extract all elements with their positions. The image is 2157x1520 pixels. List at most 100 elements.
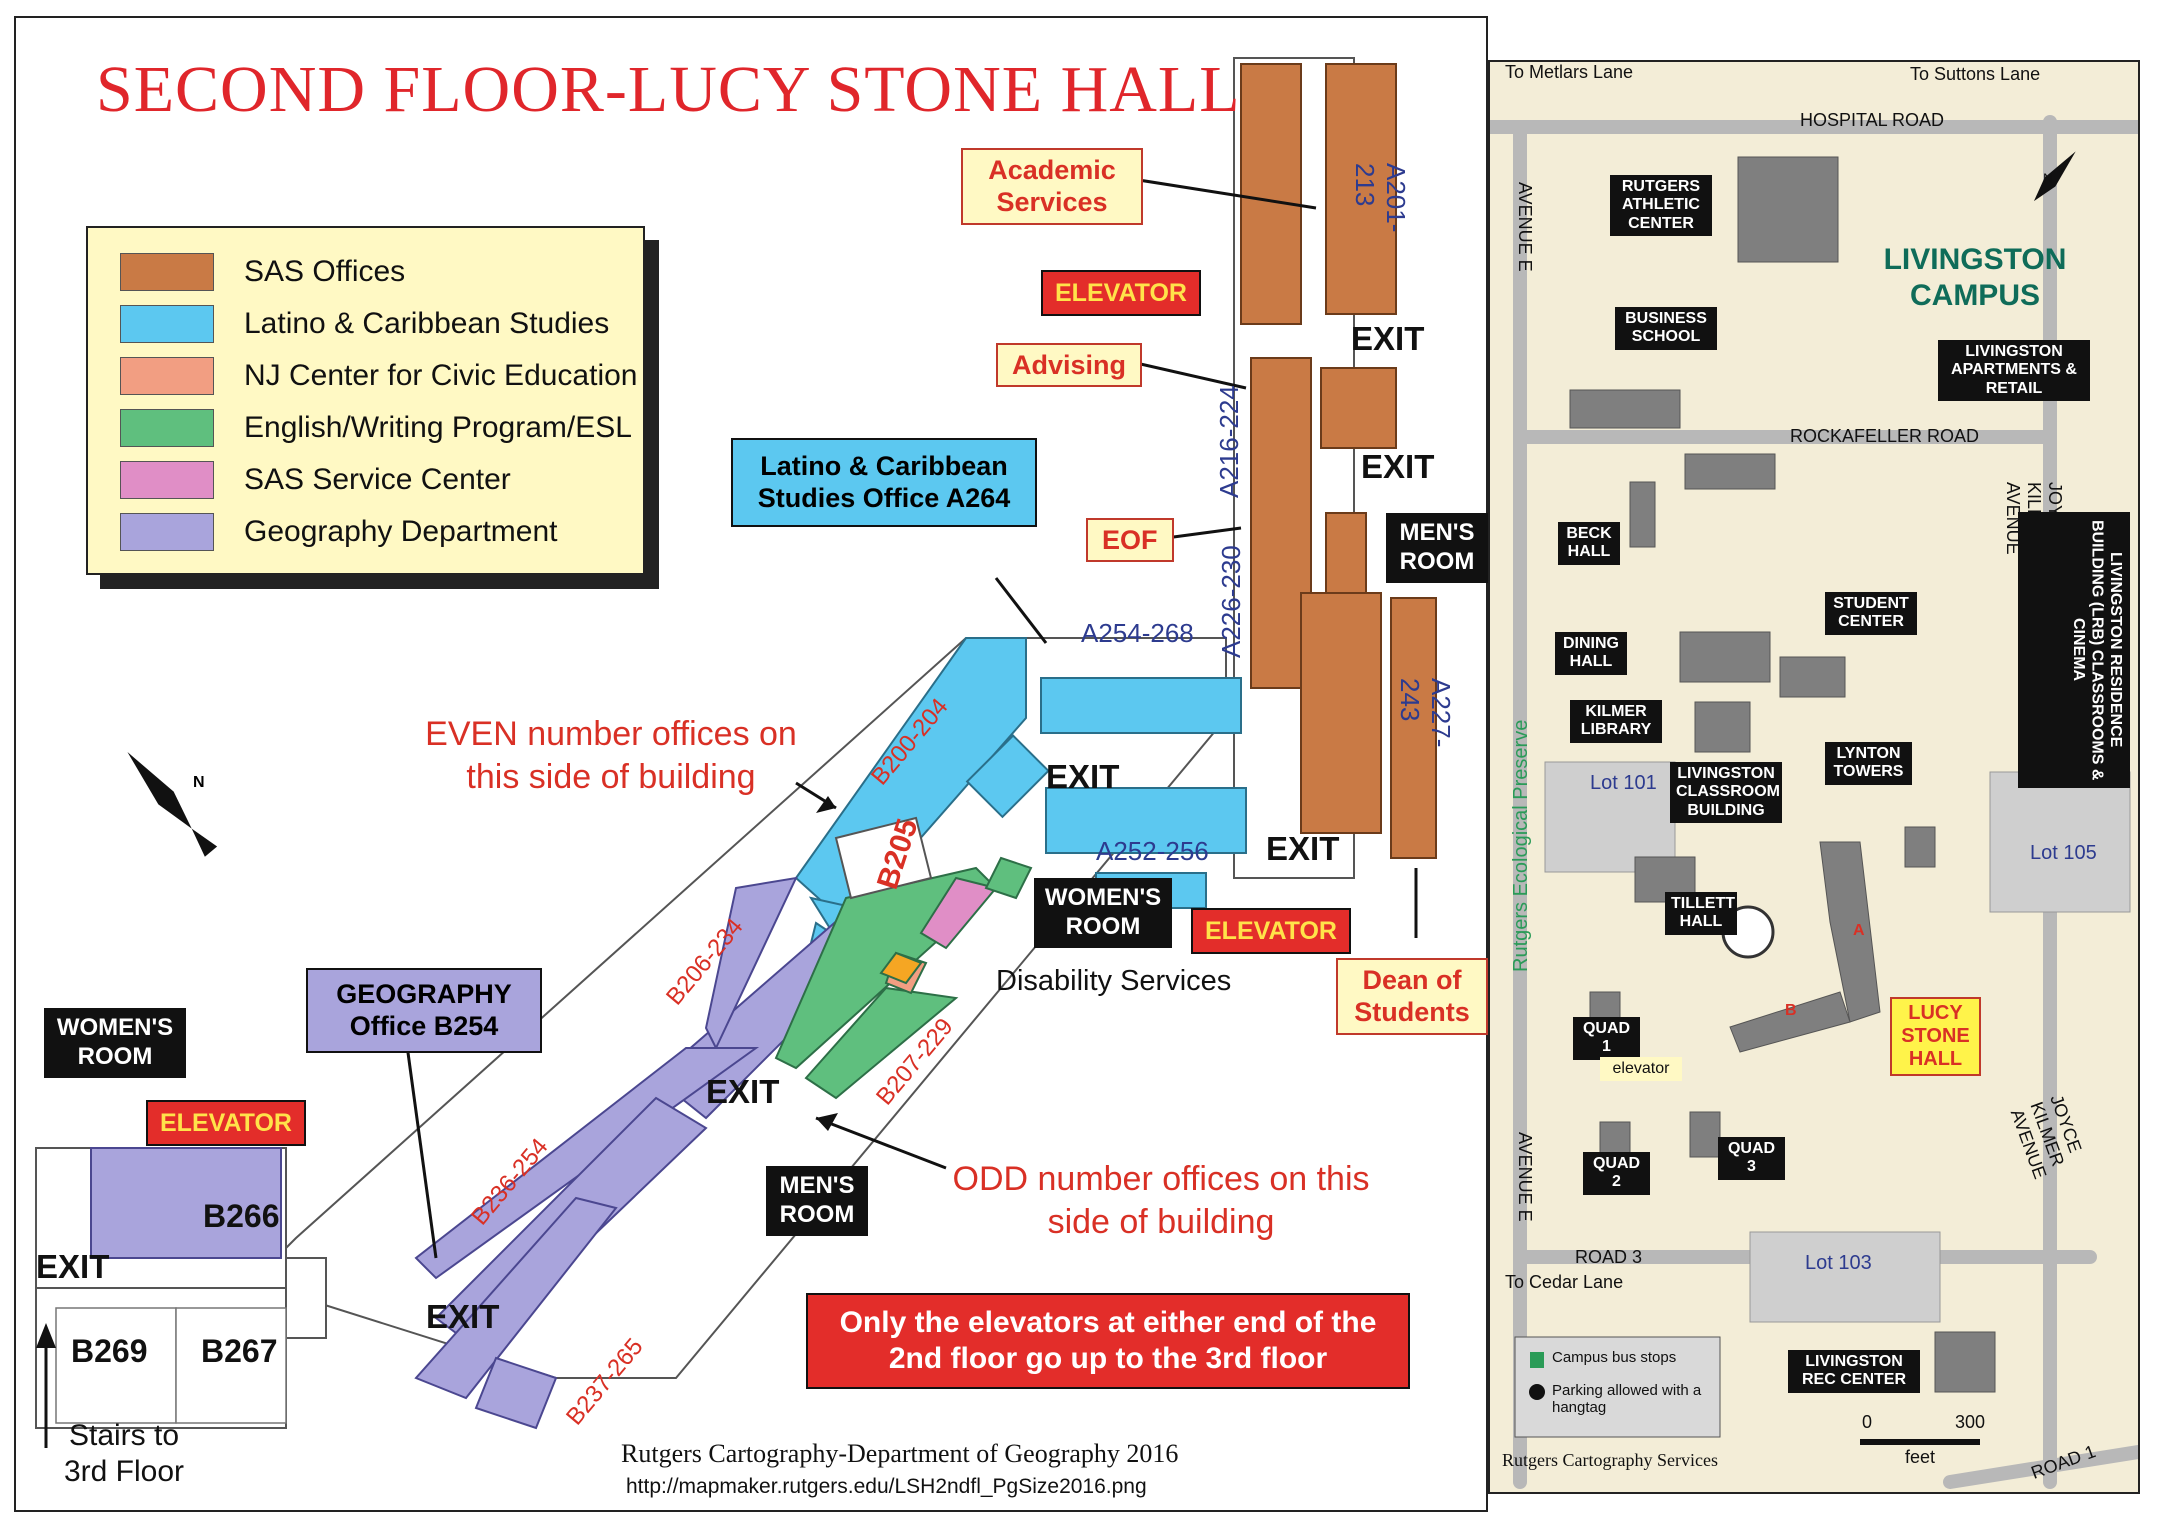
- english-block-3: [984, 856, 1033, 900]
- credit-line: Rutgers Cartography-Department of Geogra…: [621, 1439, 1179, 1468]
- exit-label: EXIT: [1266, 830, 1340, 867]
- legend-swatch: [120, 253, 214, 291]
- lucy-stone-b: [1729, 991, 1851, 1053]
- road-1: [1943, 1445, 2138, 1489]
- elevator-right-callout: ELEVATOR: [1191, 908, 1351, 954]
- dining-hall-label: DINING HALL: [1555, 632, 1627, 675]
- athletic-center-bldg: [1737, 156, 1839, 263]
- room-range-a201: A201-213: [1350, 163, 1411, 233]
- lot-103: [1749, 1231, 1941, 1323]
- elevator-left-callout: ELEVATOR: [146, 1100, 306, 1146]
- geography-office-callout: GEOGRAPHY Office B254: [306, 968, 542, 1053]
- bus-stop-icon: [1530, 1352, 1544, 1368]
- rec-center-bldg: [1934, 1331, 1996, 1393]
- geo-tail: [474, 1356, 558, 1430]
- to-metlars-label: To Metlars Lane: [1505, 62, 1634, 82]
- room-range-a252: A252-256: [1096, 836, 1209, 866]
- legend-swatch: [120, 461, 214, 499]
- campus-title: LIVINGSTON CAMPUS: [1883, 243, 2067, 312]
- legend-label: English/Writing Program/ESL: [244, 411, 632, 444]
- floor-plan-drawing: [35, 57, 1437, 1448]
- mens-room-top: MEN'S ROOM: [1386, 513, 1488, 583]
- page-title: SECOND FLOOR-LUCY STONE HALL: [96, 53, 1241, 126]
- eof-pointer: [1165, 526, 1242, 540]
- odd-note: ODD number offices on this side of build…: [952, 1160, 1370, 1241]
- dean-callout: Dean of Students: [1336, 958, 1488, 1035]
- office-block-a-west: [1240, 63, 1302, 325]
- rockafeller-label: ROCKAFELLER ROAD: [1790, 426, 1980, 446]
- womens-room-mid: WOMEN'S ROOM: [1034, 878, 1172, 948]
- stairs-label: Stairs to 3rd Floor: [63, 1419, 185, 1488]
- legend-item: English/Writing Program/ESL: [120, 409, 632, 447]
- student-center-label: STUDENT CENTER: [1825, 592, 1917, 635]
- road-3-label: ROAD 3: [1575, 1247, 1643, 1267]
- avenue-e-top-label: AVENUE E: [1515, 182, 1535, 272]
- advising-callout: Advising: [996, 343, 1143, 388]
- legend-item: Latino & Caribbean Studies: [120, 305, 609, 343]
- english-block-2: [804, 986, 959, 1100]
- athletic-center-label: RUTGERS ATHLETIC CENTER: [1610, 175, 1712, 237]
- exit-label: EXIT: [1351, 320, 1425, 357]
- business-school-label: BUSINESS SCHOOL: [1615, 307, 1717, 350]
- legend: SAS Offices Latino & Caribbean Studies N…: [86, 226, 645, 575]
- lrb-label: LIVINGSTON RESIDENCE BUILDING (LRB) CLAS…: [2018, 512, 2130, 788]
- bus-stop-legend: Campus bus stops: [1552, 1349, 1677, 1366]
- office-block-a-east: [1325, 63, 1397, 315]
- b205-room: [834, 816, 933, 900]
- avenue-e-bottom-label: AVENUE E: [1515, 1132, 1535, 1222]
- student-center-bldg: [1779, 656, 1846, 698]
- blue-row-mid: [1045, 787, 1247, 854]
- legend-item: Geography Department: [120, 513, 558, 551]
- legend-label: Geography Department: [244, 515, 558, 548]
- legend-label: SAS Offices: [244, 255, 406, 288]
- exit-label: EXIT: [1046, 758, 1120, 795]
- office-block-e: [1390, 597, 1437, 859]
- odd-arrowhead: [816, 1113, 838, 1131]
- room-range-a226: A226-230: [1216, 545, 1246, 658]
- latino-office-callout: Latino & Caribbean Studies Office A264: [731, 438, 1037, 527]
- lucy-stone-a: [1819, 841, 1881, 1023]
- room-b269: [55, 1307, 177, 1424]
- rec-center-label: LIVINGSTON REC CENTER: [1788, 1350, 1920, 1393]
- womens-room-left: WOMEN'S ROOM: [44, 1008, 186, 1078]
- campus-drawing: [1490, 62, 2138, 1492]
- north-arrow: [127, 752, 218, 857]
- exit-label: EXIT: [36, 1248, 110, 1285]
- even-note: EVEN number offices on this side of buil…: [425, 715, 797, 796]
- academic-pointer: [1125, 176, 1317, 210]
- campus-legend-box: [1514, 1336, 1721, 1438]
- disability-label: Disability Services: [996, 965, 1232, 997]
- even-arrowhead: [816, 796, 836, 813]
- scale-300: 300: [1955, 1412, 1986, 1432]
- room-range-a254: A254-268: [1081, 618, 1194, 648]
- eof-callout: EOF: [1086, 518, 1174, 563]
- campus-north-label: N: [2043, 170, 2054, 186]
- office-block-d: [1300, 592, 1382, 834]
- beck-hall-label: BECK HALL: [1558, 522, 1620, 565]
- campus-map-panel: To Metlars Lane To Suttons Lane HOSPITAL…: [1488, 60, 2140, 1494]
- latino-pointer: [994, 577, 1048, 644]
- apartments-label: LIVINGSTON APARTMENTS & RETAIL: [1938, 340, 2090, 402]
- hospital-road-label: HOSPITAL ROAD: [1800, 110, 1945, 130]
- classroom-bldg-label: LIVINGSTON CLASSROOM BUILDING: [1670, 762, 1782, 824]
- lot-105-label: Lot 105: [2030, 842, 2097, 864]
- parking-legend: Parking allowed with a hangtag: [1552, 1382, 1702, 1416]
- room-b266-label: B266: [203, 1198, 280, 1234]
- elevator-top-callout: ELEVATOR: [1041, 270, 1201, 316]
- legend-swatch: [120, 357, 214, 395]
- exit-label: EXIT: [1361, 448, 1435, 485]
- disability-block: [879, 951, 923, 985]
- lot-105: [1989, 771, 2131, 913]
- to-suttons-label: To Suttons Lane: [1910, 64, 2041, 84]
- room-range-a227: A227-243: [1395, 678, 1456, 748]
- elevator-campus-label: elevator: [1600, 1057, 1682, 1082]
- legend-item: SAS Service Center: [120, 461, 511, 499]
- wing-b-label: B: [1785, 1002, 1797, 1019]
- parking-icon: [1529, 1384, 1545, 1400]
- url-line: http://mapmaker.rutgers.edu/LSH2ndfl_PgS…: [626, 1475, 1147, 1498]
- exit-label: EXIT: [426, 1298, 500, 1335]
- academic-services-callout: Academic Services: [961, 148, 1143, 225]
- dining-hall-bldg: [1679, 631, 1771, 683]
- quad-3-label: QUAD 3: [1718, 1137, 1785, 1180]
- advising-pointer: [1135, 361, 1247, 390]
